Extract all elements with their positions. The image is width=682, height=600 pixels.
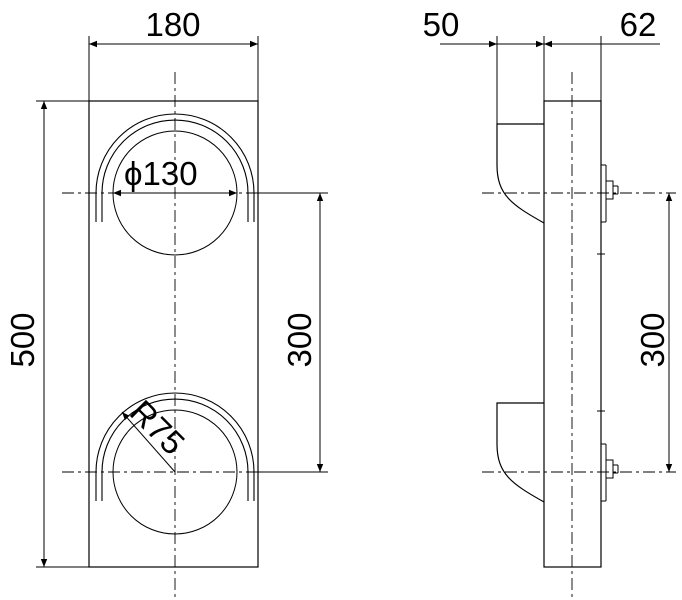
lower-lamp-hood-outer — [95, 392, 255, 501]
lower-lamp-lens — [112, 409, 238, 535]
front-lamp-spacing-label: 300 — [281, 312, 318, 367]
lower-lamp-hood-inner — [101, 398, 249, 501]
front-view: ϕ130 R75 180 500 300 — [4, 6, 328, 598]
side-depth-right-label: 62 — [620, 6, 657, 43]
side-view: 50 62 300 — [423, 6, 676, 598]
front-width-label: 180 — [145, 6, 200, 43]
side-lamp-spacing-label: 300 — [634, 312, 671, 367]
lamp-diameter-label: ϕ130 — [124, 155, 198, 192]
upper-mount-bracket — [601, 164, 619, 223]
side-body-outline — [543, 100, 602, 568]
lower-mount-bracket — [601, 443, 619, 502]
upper-lamp-hood-inner — [101, 119, 249, 222]
side-depth-left-label: 50 — [423, 6, 460, 43]
front-housing-outline — [88, 100, 259, 568]
upper-lamp-hood-outer — [95, 113, 255, 222]
radius-leader-line — [121, 411, 176, 473]
front-height-label: 500 — [4, 312, 41, 367]
lower-visor-profile — [496, 402, 545, 503]
hood-radius-label: R75 — [123, 393, 192, 462]
upper-visor-profile — [496, 123, 545, 224]
